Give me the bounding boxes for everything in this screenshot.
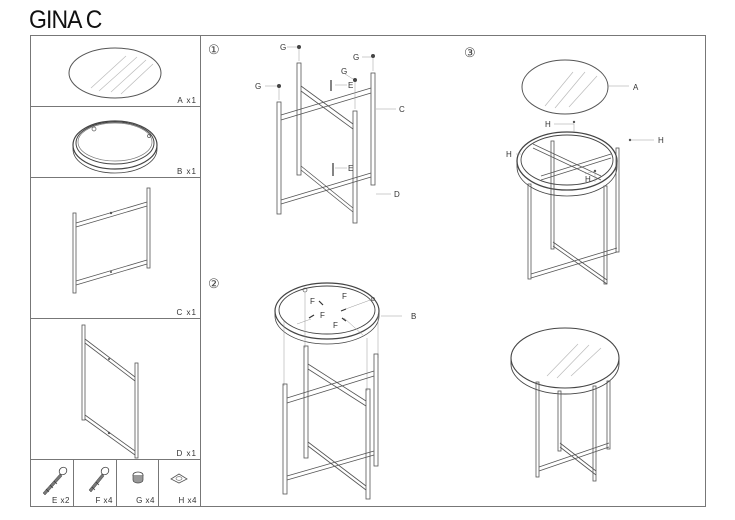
step-3-number: ③ (464, 45, 476, 60)
step-1-number: ① (208, 42, 220, 57)
callout-e2: E (348, 164, 353, 173)
callout-h4: H (585, 175, 591, 184)
part-b-cell: B x1 (31, 107, 200, 178)
part-c-label: C x1 (176, 308, 197, 317)
hardware-e-cell: E x2 (31, 460, 74, 506)
part-c-cell: C x1 (31, 178, 200, 319)
callout-h3: H (506, 150, 512, 159)
hardware-f-label: F x4 (95, 496, 113, 505)
glass-top-icon (68, 47, 162, 99)
foot-cap-icon (132, 471, 144, 484)
callout-a: A (633, 83, 639, 92)
callout-b: B (411, 312, 416, 321)
step-3-diagram: A H H H H (506, 59, 664, 482)
hardware-g-cell: G x4 (117, 460, 159, 506)
callout-f4: F (333, 321, 338, 330)
part-a-label: A x1 (177, 96, 197, 105)
screw-icon (88, 466, 110, 493)
callout-c: C (399, 105, 405, 114)
hardware-row: E x2 F x4 G x4 (31, 460, 200, 506)
screw-icon (42, 466, 68, 496)
step-1-diagram: G G G G E E C D (255, 43, 405, 224)
pad-icon (170, 473, 188, 484)
callout-g4: G (341, 67, 347, 76)
hardware-h-label: H x4 (178, 496, 197, 505)
hardware-g-label: G x4 (136, 496, 155, 505)
part-d-label: D x1 (176, 449, 197, 458)
callout-f3: F (320, 311, 325, 320)
leg-frame-c-icon (72, 187, 151, 294)
hardware-f-cell: F x4 (74, 460, 117, 506)
step-2-diagram: F F F F B (274, 282, 416, 500)
part-b-label: B x1 (176, 167, 197, 176)
part-d-cell: D x1 (31, 319, 200, 460)
document-title: GINA C (29, 6, 102, 34)
part-a-cell: A x1 (31, 36, 200, 107)
hardware-e-label: E x2 (51, 496, 70, 505)
callout-g1: G (255, 82, 261, 91)
callout-d: D (394, 190, 400, 199)
instructions-frame: A x1 B x1 C (30, 35, 706, 507)
callout-g3: G (353, 53, 359, 62)
callout-h2: H (658, 136, 664, 145)
leg-frame-d-icon (81, 324, 139, 459)
parts-list: A x1 B x1 C (31, 36, 201, 506)
callout-h1: H (545, 120, 551, 129)
step-2-number: ② (208, 276, 220, 291)
callout-f1: F (310, 297, 315, 306)
callout-g2: G (280, 43, 286, 52)
frame-ring-icon (72, 120, 158, 174)
callout-e1: E (348, 81, 353, 90)
hardware-h-cell: H x4 (159, 460, 200, 506)
callout-f2: F (342, 292, 347, 301)
